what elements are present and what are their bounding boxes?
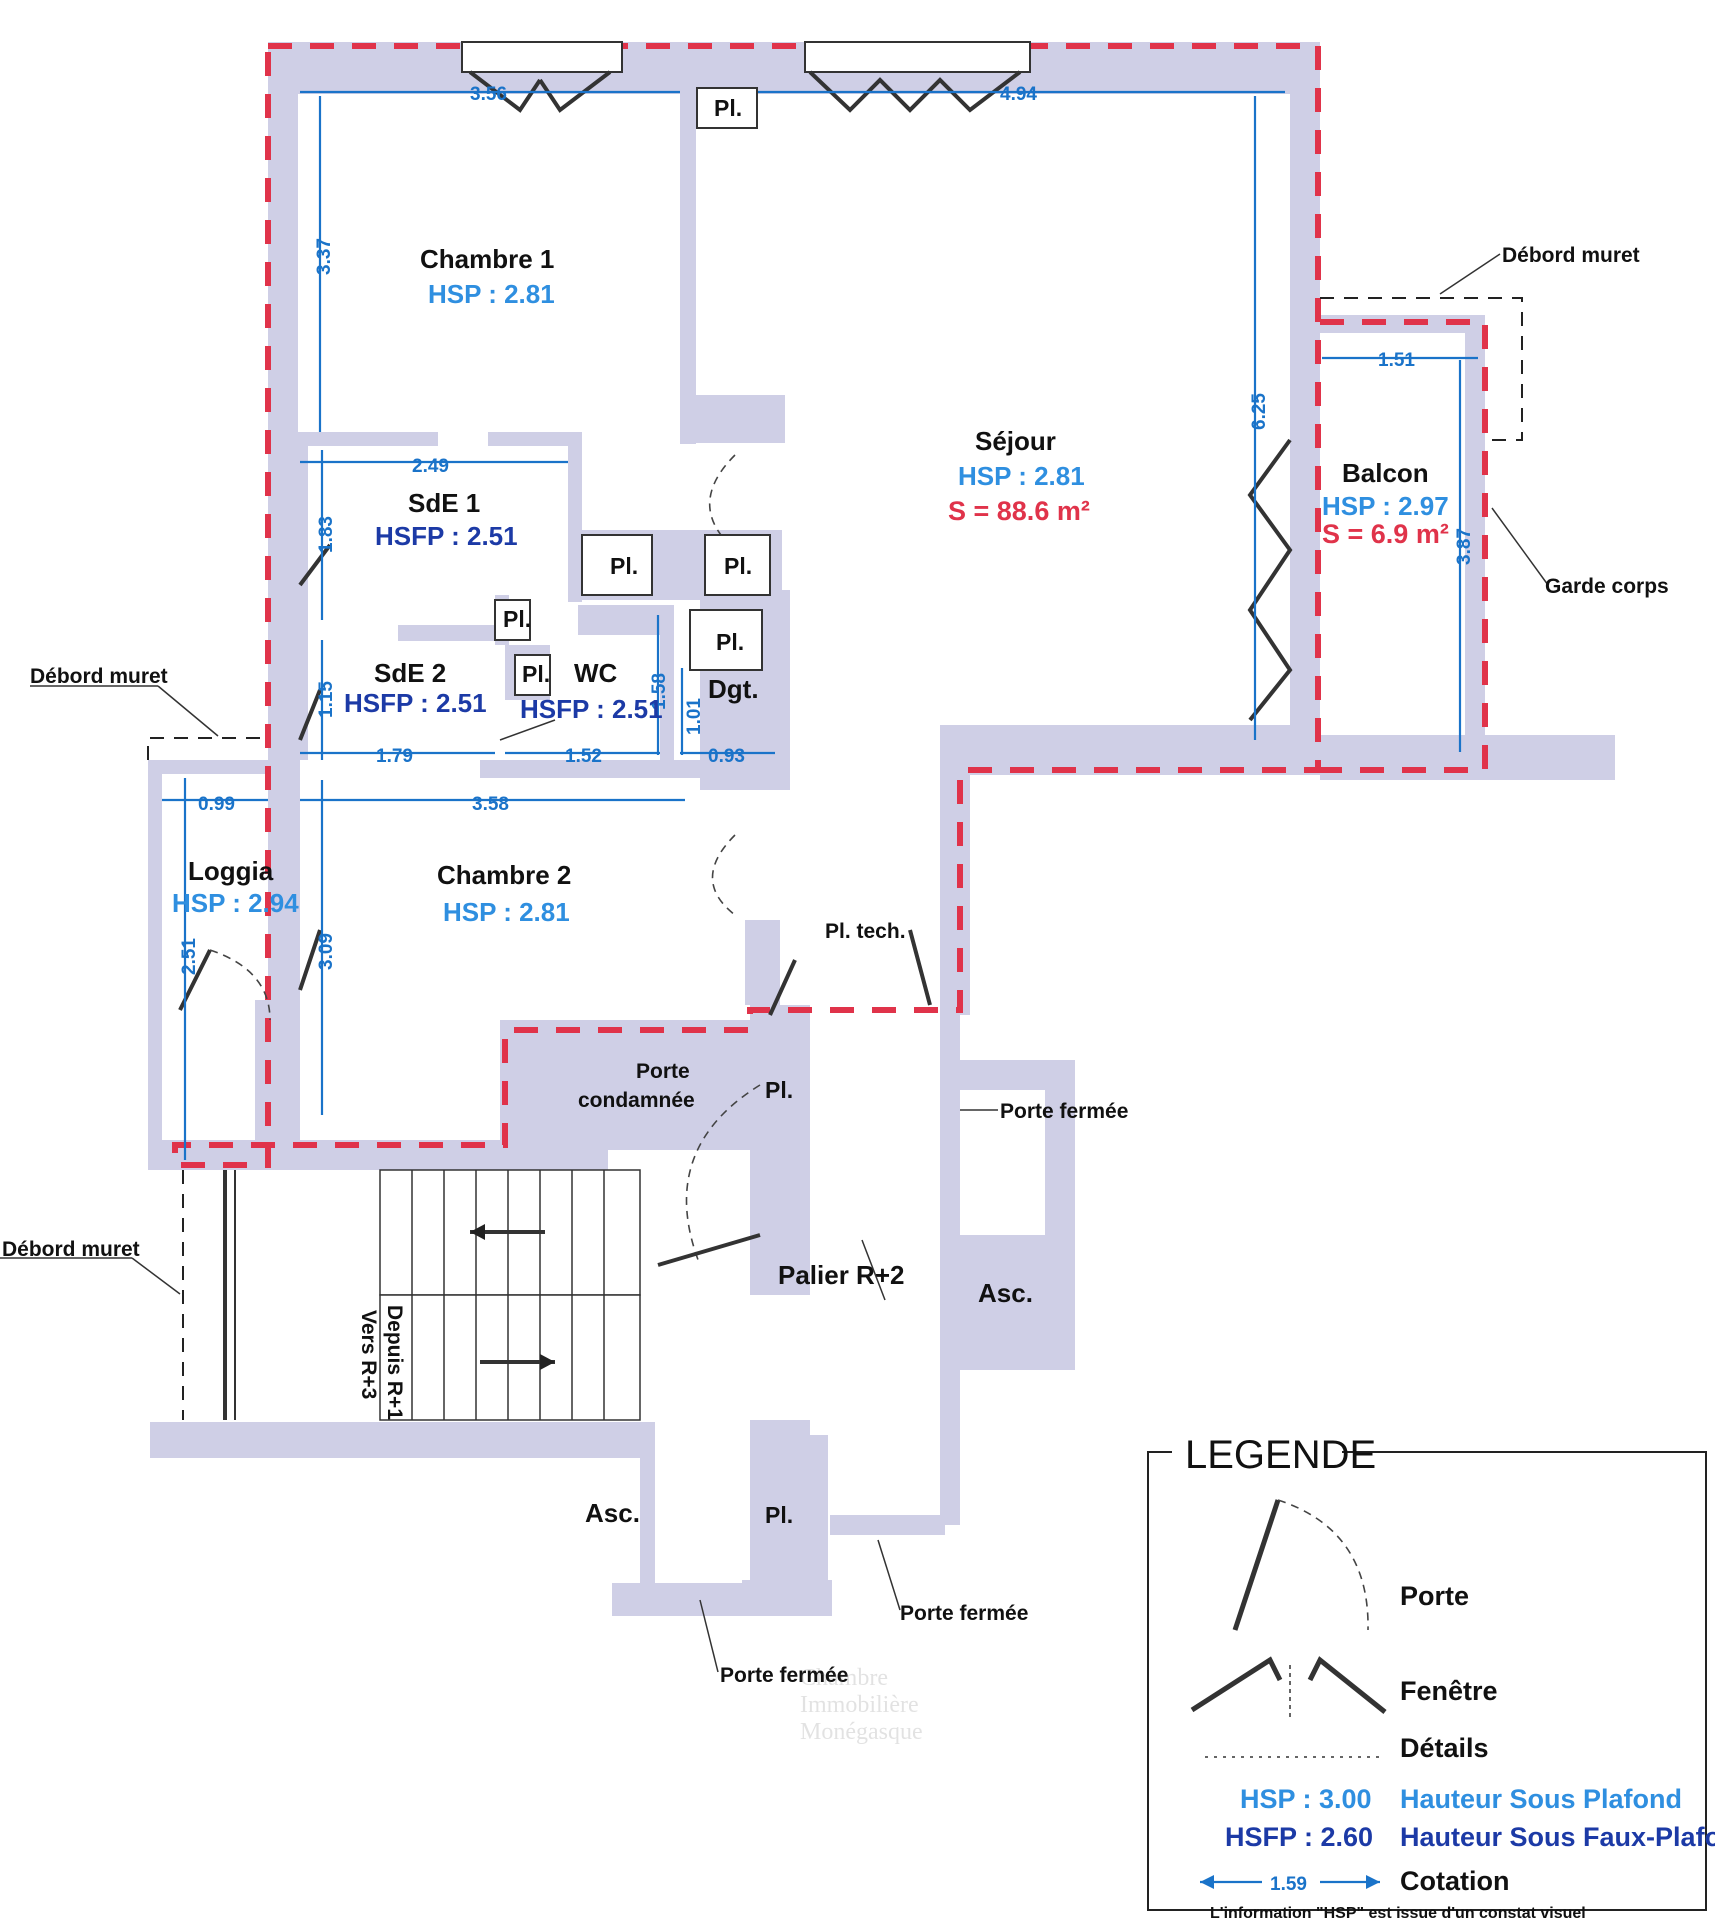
room-balcon-hsp: HSP : 2.97 — [1322, 491, 1449, 521]
dim-249: 2.49 — [412, 456, 449, 477]
room-sde1-hsfp: HSFP : 2.51 — [375, 521, 518, 551]
watermark-line3: Monégasque — [800, 1719, 923, 1745]
placard-label: Pl. — [522, 661, 550, 687]
stair-annotations: Depuis R+1 Vers R+3 — [357, 1305, 406, 1420]
surface-outline — [172, 43, 1488, 1168]
room-sde1-name: SdE 1 — [408, 488, 480, 518]
placard-label: Pl. — [610, 553, 638, 579]
placard-tech-label: Pl. tech. — [825, 920, 906, 943]
stair-vers-label: Vers R+3 — [357, 1310, 380, 1399]
room-labels: Chambre 1 HSP : 2.81 Séjour HSP : 2.81 S… — [172, 244, 1449, 1290]
room-chambre1-name: Chambre 1 — [420, 244, 554, 274]
porte-condamnee-line2: condamnée — [578, 1089, 695, 1112]
watermark-line2: Immobilière — [800, 1692, 919, 1718]
room-balcon-name: Balcon — [1342, 458, 1429, 488]
stair-depuis-label: Depuis R+1 — [383, 1305, 406, 1420]
placard-label: Pl. — [724, 553, 752, 579]
dim-101: 1.01 — [684, 698, 705, 735]
room-sde2-name: SdE 2 — [374, 658, 446, 688]
dim-151: 1.51 — [1378, 350, 1415, 371]
legend-hsfp-value: HSFP : 2.60 — [1225, 1822, 1373, 1852]
callout-garde-corps: Garde corps — [1545, 575, 1669, 598]
callout-debord-muret-bottom: Débord muret — [2, 1238, 140, 1261]
room-chambre2-name: Chambre 2 — [437, 860, 571, 890]
legend-hsfp-label: Hauteur Sous Faux-Plafond — [1400, 1822, 1715, 1852]
placard-label: Pl. — [765, 1502, 793, 1528]
dim-158: 1.58 — [649, 673, 670, 710]
dim-358: 3.58 — [472, 794, 509, 815]
room-dgt-name: Dgt. — [708, 674, 759, 704]
room-chambre2-hsp: HSP : 2.81 — [443, 897, 570, 927]
placard-label: Pl. — [716, 629, 744, 655]
dim-093: 0.93 — [708, 746, 745, 767]
callout-porte-fermee-right: Porte fermée — [1000, 1100, 1128, 1123]
room-loggia-name: Loggia — [188, 856, 274, 886]
dim-099: 0.99 — [198, 794, 235, 815]
dim-179: 1.79 — [376, 746, 413, 767]
callouts: Débord muret Garde corps Débord muret Dé… — [0, 244, 1669, 1687]
porte-condamnee-line1: Porte — [636, 1060, 690, 1083]
staircase — [223, 1169, 641, 1421]
legend-hsp-label: Hauteur Sous Plafond — [1400, 1784, 1682, 1814]
legend-details: Détails — [1400, 1733, 1489, 1763]
placard-label: Pl. — [714, 95, 742, 121]
callout-porte-fermee-left: Porte fermée — [720, 1664, 848, 1687]
watermark-line1: Chambre — [800, 1665, 888, 1691]
placard-labels: Pl. Pl. Pl. Pl. Pl. Pl. Pl. Pl. Pl. tech… — [494, 87, 1033, 1528]
dimension-labels: 3.56 4.94 3.37 6.25 1.51 3.87 2.49 1.83 … — [179, 84, 1475, 975]
elevator-label-left: Asc. — [585, 1498, 640, 1528]
legend-cotation-value: 1.59 — [1270, 1874, 1307, 1895]
placard-label: Pl. — [503, 606, 531, 632]
legend: LEGENDE Porte Fenêtre Détails HSP : 3.00… — [1147, 1428, 1715, 1911]
dim-152: 1.52 — [565, 746, 602, 767]
dim-387: 3.87 — [1454, 528, 1475, 565]
room-loggia-hsp: HSP : 2.94 — [172, 888, 299, 918]
room-sde2-hsfp: HSFP : 2.51 — [344, 688, 487, 718]
room-balcon-surface: S = 6.9 m² — [1322, 519, 1449, 549]
door-swings — [178, 454, 932, 1267]
walls — [148, 42, 1615, 1616]
dim-337: 3.37 — [314, 238, 335, 275]
callout-debord-muret-left: Débord muret — [30, 665, 168, 688]
legend-cotation-label: Cotation — [1400, 1866, 1509, 1896]
dim-494: 4.94 — [1000, 84, 1037, 105]
windows — [461, 41, 1293, 722]
legend-title: LEGENDE — [1185, 1433, 1376, 1477]
dim-115: 1.15 — [316, 681, 337, 718]
dim-183: 1.83 — [316, 516, 337, 553]
room-chambre1-hsp: HSP : 2.81 — [428, 279, 555, 309]
dimension-lines — [162, 90, 1478, 1160]
watermark: Chambre Immobilière Monégasque — [800, 1665, 923, 1745]
room-sejour-surface: S = 88.6 m² — [948, 496, 1090, 526]
room-sejour-hsp: HSP : 2.81 — [958, 461, 1085, 491]
room-palier-name: Palier R+2 — [778, 1260, 904, 1290]
room-sejour-name: Séjour — [975, 426, 1056, 456]
debord-muret-lines — [147, 297, 1523, 1420]
dim-251: 2.51 — [179, 938, 200, 975]
elevator-label-right: Asc. — [978, 1278, 1033, 1308]
dim-309: 3.09 — [316, 933, 337, 970]
legend-fenetre: Fenêtre — [1400, 1676, 1498, 1706]
room-wc-hsfp: HSFP : 2.51 — [520, 694, 663, 724]
callout-debord-muret-top: Débord muret — [1502, 244, 1640, 267]
room-wc-name: WC — [574, 658, 618, 688]
placard-label: Pl. — [765, 1077, 793, 1103]
dim-356: 3.56 — [470, 84, 507, 105]
callout-porte-fermee-bottom: Porte fermée — [900, 1602, 1028, 1625]
legend-hsp-value: HSP : 3.00 — [1240, 1784, 1372, 1814]
dim-625: 6.25 — [1249, 393, 1270, 430]
legend-porte: Porte — [1400, 1581, 1469, 1611]
footer-note: L'information "HSP" est issue d'un const… — [1210, 1905, 1586, 1920]
